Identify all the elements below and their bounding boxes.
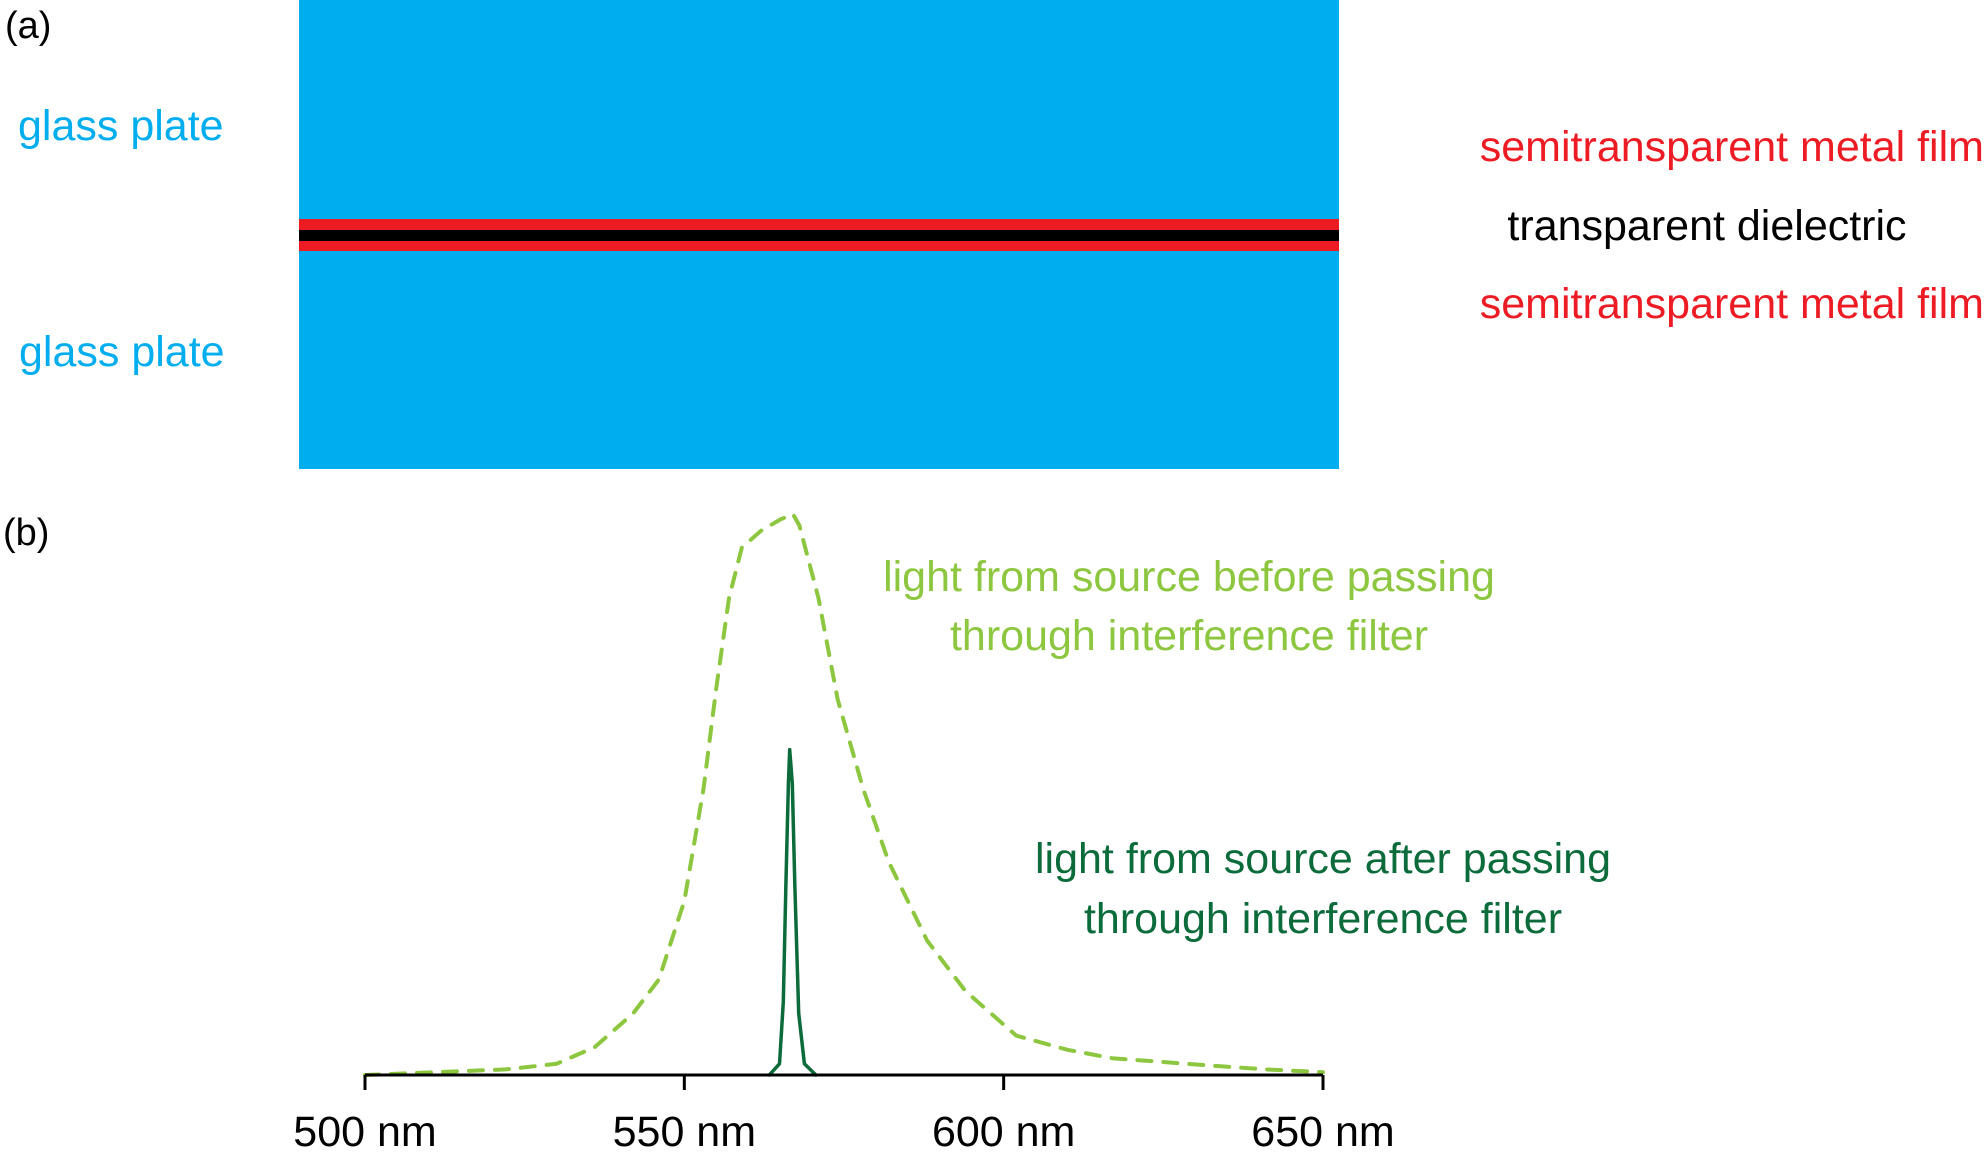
- x-tick-label: 500 nm: [293, 1108, 436, 1156]
- x-tick-label: 600 nm: [932, 1108, 1075, 1156]
- spectrum-plot: [363, 512, 1325, 1077]
- metal-film-top: [299, 219, 1339, 230]
- before-filter-curve: [363, 512, 1325, 1077]
- dielectric-label: transparent dielectric: [1507, 202, 1906, 250]
- glass-plate-top-label: glass plate: [18, 102, 224, 150]
- metal-film-bottom-label: semitransparent metal film: [1480, 280, 1984, 328]
- after-filter-label-line1: light from source after passing: [1035, 835, 1611, 883]
- panel-b-label: (b): [3, 512, 49, 554]
- glass-plate-bottom-label: glass plate: [19, 328, 225, 376]
- x-ticks: 500 nm 550 nm 600 nm 650 nm: [293, 1075, 1395, 1156]
- metal-film-top-label: semitransparent metal film: [1480, 123, 1984, 171]
- panel-a-label: (a): [5, 5, 51, 47]
- x-tick-label: 550 nm: [613, 1108, 756, 1156]
- before-filter-label-line1: light from source before passing: [883, 553, 1495, 601]
- after-filter-label-line2: through interference filter: [1084, 895, 1562, 943]
- dielectric-layer: [299, 230, 1339, 241]
- after-filter-curve: [767, 747, 818, 1077]
- metal-film-bottom: [299, 241, 1339, 251]
- before-filter-label-line2: through interference filter: [950, 612, 1428, 660]
- x-tick-label: 650 nm: [1251, 1108, 1394, 1156]
